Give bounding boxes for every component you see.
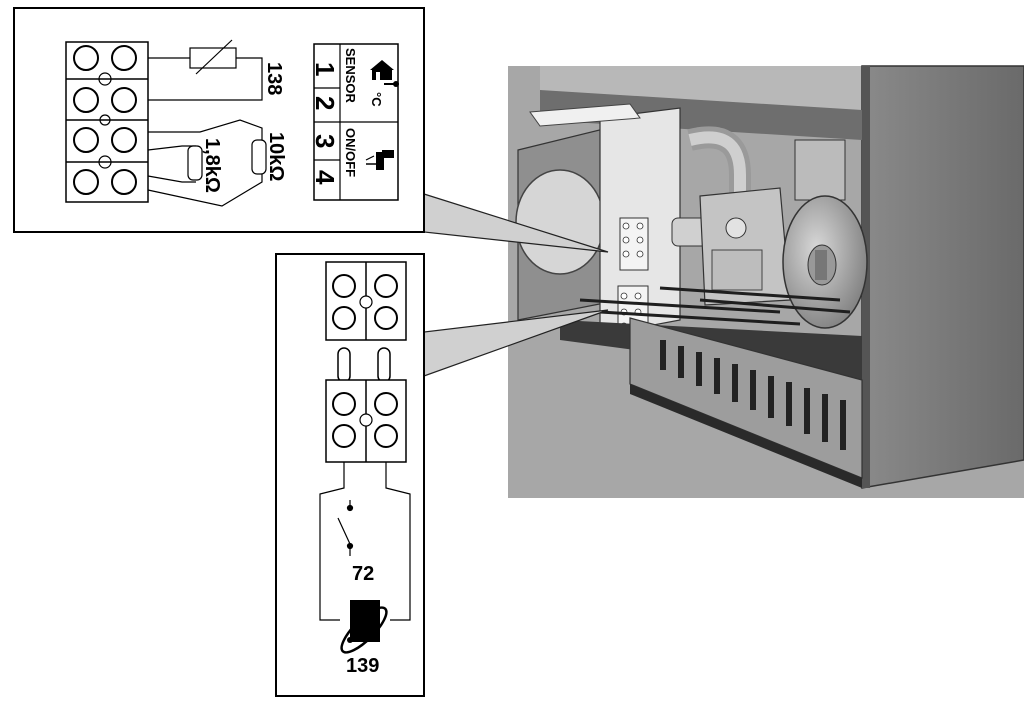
switch-label-72: 72 — [352, 563, 374, 585]
water-tap-icon — [365, 150, 394, 170]
resistor-label-138: 138 — [263, 62, 285, 95]
onoff-label: ON/OFF — [343, 128, 358, 177]
fan-motor — [782, 139, 868, 329]
terminal-number-1: 1 — [310, 62, 340, 76]
base-tray — [560, 286, 863, 488]
temp-unit: °C — [369, 92, 384, 107]
sensor-label-139: 139 — [346, 655, 379, 677]
resistor-value-2: 10kΩ — [265, 132, 287, 181]
terminal-number-4: 4 — [310, 170, 340, 185]
terminal-strip-upper — [325, 261, 407, 341]
terminal-strip-lower — [325, 379, 407, 463]
ntc-resistor-circuit — [148, 39, 263, 101]
terminal-number-2: 2 — [310, 96, 340, 110]
resistor-loops — [147, 119, 267, 207]
current-sensor-icon — [340, 600, 388, 654]
top-detail-panel: 138 1,8kΩ 10kΩ °C SENSOR ON/OFF — [13, 7, 425, 233]
terminal-strip-top — [65, 41, 149, 203]
sensor-label: SENSOR — [343, 48, 358, 104]
boiler-render — [508, 65, 1024, 498]
house-thermometer-icon — [370, 60, 399, 87]
gas-valve — [671, 126, 791, 306]
switch-circuit — [319, 462, 411, 621]
terminal-legend: °C SENSOR ON/OFF 1 2 3 4 — [310, 43, 399, 201]
bottom-detail-panel: 72 139 — [275, 253, 425, 697]
resistor-value-1: 1,8kΩ — [201, 138, 223, 193]
terminal-number-3: 3 — [310, 134, 340, 148]
